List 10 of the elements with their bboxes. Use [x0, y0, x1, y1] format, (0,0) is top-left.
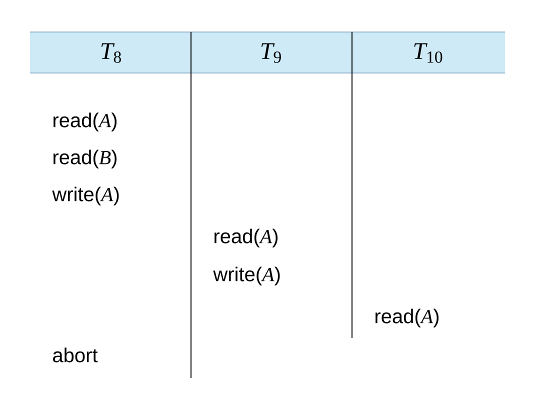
operation-text: read(B) — [54, 150, 117, 168]
column-heading: T$_{8}$ — [101, 43, 121, 63]
operation-text: write(A) — [213, 266, 280, 286]
column-heading: T$_{10}$ — [414, 43, 442, 63]
operation-text: abort — [53, 348, 98, 362]
operation-text: read(A) — [54, 112, 117, 132]
operation-text: write(A) — [52, 186, 119, 206]
operation-text: read(A) — [214, 228, 278, 248]
operation-text: read(A) — [376, 308, 439, 328]
column-heading: T$_{9}$ — [261, 43, 281, 63]
